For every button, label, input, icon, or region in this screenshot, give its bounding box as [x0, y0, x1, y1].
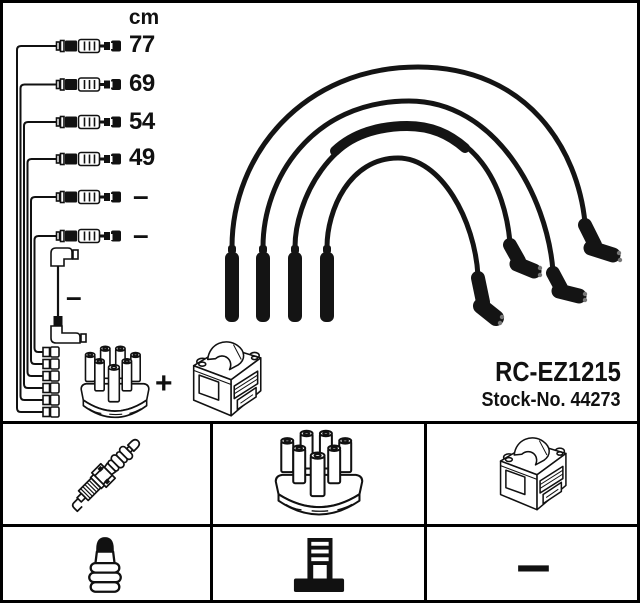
cable-length-label: 69: [129, 70, 155, 97]
distributor-cap-icon: [274, 429, 363, 516]
no-component-dash: –: [516, 530, 551, 599]
plus-icon: +: [155, 367, 173, 400]
cable-length-label: –: [133, 219, 149, 250]
grid-cell-spark-plug: [0, 424, 213, 527]
coil-wire-length-label: –: [66, 281, 82, 312]
cable-set-diagram: [16, 38, 121, 418]
unit-header: cm: [128, 6, 160, 29]
cable-length-label: 77: [129, 31, 155, 58]
ignition-coil-icon: [499, 437, 567, 511]
ignition-coil-icon: [192, 341, 262, 417]
cable-length-label: 49: [129, 144, 155, 171]
spark-plug-icon: [64, 432, 147, 515]
part-number: RC-EZ1215: [495, 356, 621, 387]
distributor-cap-icon: [80, 345, 150, 419]
terminal-stud-icon: [293, 538, 344, 592]
grid-cell-ignition-coil: [427, 424, 640, 527]
cable-length-label: –: [133, 180, 149, 211]
grid-cell-terminal-stud: [213, 527, 427, 603]
terminal-nut-icon: [88, 537, 122, 593]
grid-cell-terminal-nut: [0, 527, 213, 603]
cable-length-label: 54: [129, 108, 155, 135]
stock-number: Stock-No. 44273: [481, 389, 621, 411]
grid-cell-distributor-cap: [213, 424, 427, 527]
diagram-panel: cm 77 69 54 49 – – –: [16, 6, 623, 419]
ignition-wires-photo: [225, 64, 623, 326]
components-grid: –: [0, 421, 640, 603]
grid-cell-empty: –: [427, 527, 640, 603]
